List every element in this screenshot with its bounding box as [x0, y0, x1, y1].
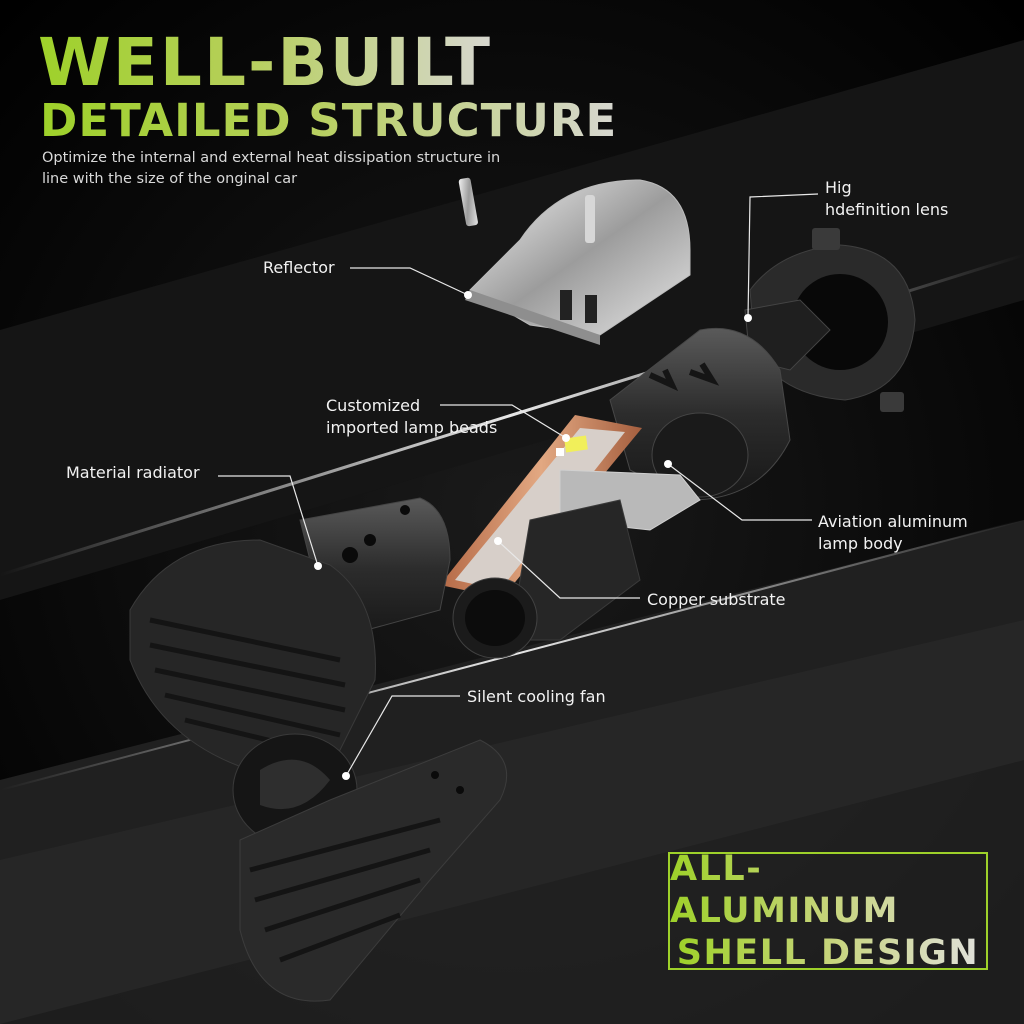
callout-lamp-beads: Customized imported lamp beads — [326, 395, 497, 439]
copper-substrate-part — [440, 415, 701, 598]
shell-design-badge: ALL-ALUMINUM SHELL DESIGN — [668, 849, 988, 973]
callout-lamp-body: Aviation aluminum lamp body — [818, 511, 968, 555]
callout-lamp-body-line2: lamp body — [818, 534, 903, 553]
page-subtitle-heading: DETAILED STRUCTURE — [40, 94, 618, 147]
callout-lamp-beads-line2: imported lamp beads — [326, 418, 498, 437]
page-title: WELL-BUILT — [38, 24, 492, 101]
callout-lens-line1: Hig — [825, 178, 852, 197]
callout-radiator: Material radiator — [66, 463, 200, 482]
radiator-part — [129, 497, 451, 771]
callout-reflector: Reflector — [263, 258, 335, 277]
badge-line1: ALL-ALUMINUM — [670, 848, 986, 932]
description-text: Optimize the internal and external heat … — [42, 150, 501, 187]
reflector-part — [458, 177, 691, 345]
sleeve-part — [452, 499, 641, 659]
callout-lamp-body-line1: Aviation aluminum — [818, 512, 968, 531]
callout-lamp-beads-line1: Customized — [326, 396, 421, 415]
callout-copper: Copper substrate — [647, 590, 786, 609]
callout-lens-line2: hdefinition lens — [825, 200, 949, 219]
badge-line2: SHELL DESIGN — [676, 933, 980, 973]
callout-lens: Hig hdefinition lens — [825, 177, 948, 221]
callout-lines — [218, 193, 819, 780]
fan-base-part — [232, 733, 508, 1002]
callout-fan: Silent cooling fan — [467, 687, 606, 706]
